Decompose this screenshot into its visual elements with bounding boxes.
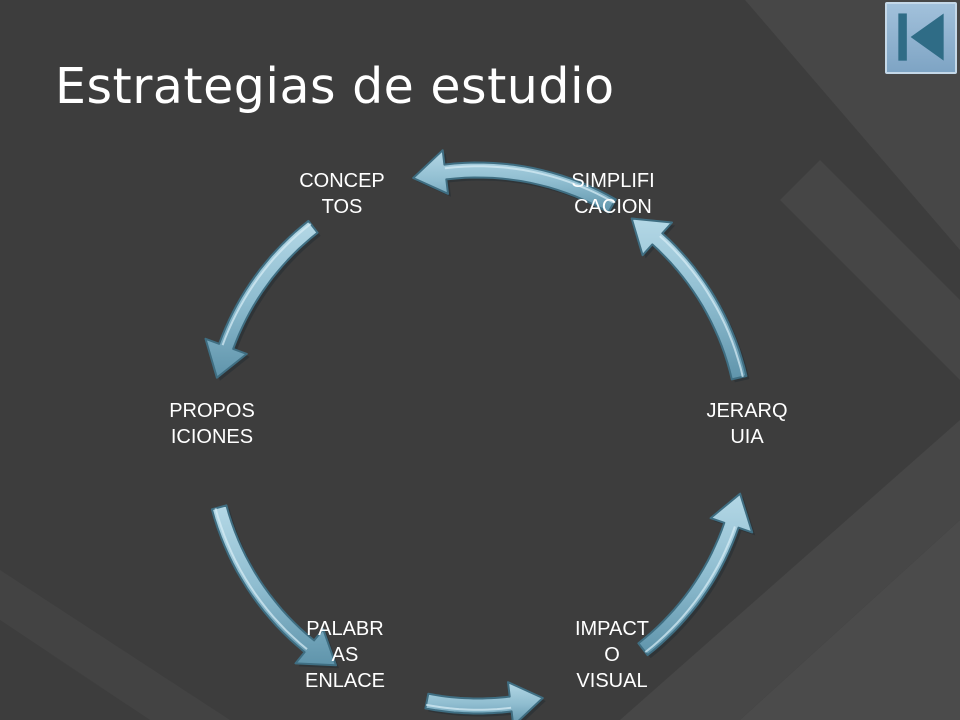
arrow-jerarquia-to-simplificacion-highlight [659, 235, 744, 378]
arrow-proposiciones-to-palabras-enlace-highlight [214, 508, 308, 650]
node-jerarquia: JERARQ UIA [677, 398, 817, 450]
back-button[interactable] [885, 2, 957, 74]
node-proposiciones: PROPOS ICIONES [142, 398, 282, 450]
arrow-jerarquia-to-simplificacion [630, 217, 748, 381]
background-stripe [620, 420, 960, 720]
node-conceptos: CONCEP TOS [272, 168, 412, 220]
arrow-palabras-enlace-to-impacto-visual [424, 681, 544, 720]
node-label-line: O [604, 644, 620, 666]
background-stripe [780, 160, 960, 380]
node-label-line: ICIONES [170, 426, 254, 448]
node-label-line: SIMPLIFI [571, 170, 655, 192]
arrow-conceptos-to-proposiciones-highlight [221, 223, 312, 346]
node-label-line: ENLACE [304, 670, 386, 692]
node-label-line: PALABR [306, 618, 384, 640]
node-label-line: CACION [574, 196, 652, 218]
node-label-line: IMPACT [574, 618, 650, 640]
node-label-line: AS [331, 644, 359, 666]
node-impacto-visual: IMPACT O VISUAL [542, 616, 682, 694]
node-palabras-enlace: PALABR AS ENLACE [275, 616, 415, 694]
node-simplificacion: SIMPLIFI CACION [543, 168, 683, 220]
arrow-proposiciones-to-palabras-enlace [210, 504, 337, 667]
background-stripe [0, 570, 230, 720]
node-label-line: UIA [730, 426, 764, 448]
node-label-line: CONCEP [299, 170, 385, 192]
skip-back-icon [898, 13, 944, 61]
arrow-impacto-visual-to-jerarquia-highlight [644, 526, 736, 653]
node-label-line: TOS [321, 196, 363, 218]
node-label-line: JERARQ [706, 400, 788, 422]
background-stripe [740, 520, 960, 720]
slide-title: Estrategias de estudio [55, 58, 615, 115]
node-label-line: VISUAL [576, 670, 648, 692]
node-label-line: PROPOS [169, 400, 255, 422]
arrow-palabras-enlace-to-impacto-visual-highlight [425, 703, 512, 711]
arrow-impacto-visual-to-jerarquia [637, 492, 754, 657]
arrow-simplificacion-to-conceptos-highlight [444, 165, 615, 204]
arrow-conceptos-to-proposiciones [204, 219, 319, 379]
